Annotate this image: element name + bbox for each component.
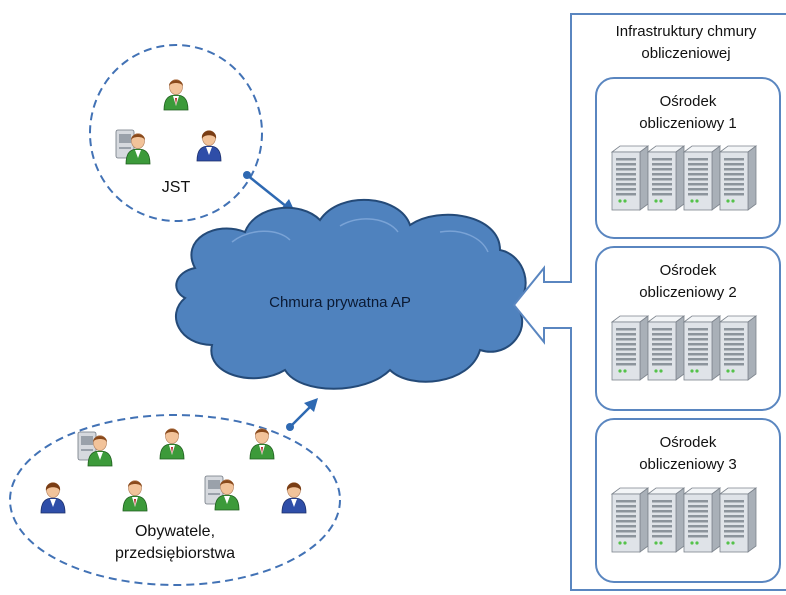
- person-icon: [163, 79, 189, 111]
- citizens-label-line1: Obywatele,: [135, 523, 215, 540]
- workstation-user-icon: [115, 129, 151, 165]
- citizens-group: Obywatele, przedsiębiorstwa: [9, 414, 341, 586]
- citizens-label-line2: przedsiębiorstwa: [115, 545, 235, 562]
- private-cloud: Chmura prywatna AP: [174, 199, 527, 390]
- center-1-label-line2: obliczeniowy 1: [639, 115, 737, 132]
- server-rack-icon: [612, 146, 756, 210]
- compute-center-3: Ośrodek obliczeniowy 3: [595, 418, 781, 583]
- center-3-label-line2: obliczeniowy 3: [639, 456, 737, 473]
- workstation-user-icon: [77, 431, 113, 467]
- infrastructure-title-line1: Infrastruktury chmury: [616, 23, 757, 40]
- person-icon: [40, 482, 66, 514]
- infrastructure-title-line2: obliczeniowej: [641, 45, 730, 62]
- citizens-group-boundary: [9, 414, 341, 586]
- cloud-icon: [174, 199, 527, 390]
- center-3-label-line1: Ośrodek: [660, 434, 717, 451]
- jst-connector: [243, 171, 295, 212]
- cloud-label: Chmura prywatna AP: [269, 294, 411, 311]
- jst-label: JST: [162, 179, 191, 196]
- person-icon: [196, 130, 222, 162]
- center-2-label-line2: obliczeniowy 2: [639, 284, 737, 301]
- person-icon: [159, 428, 185, 460]
- arrow-icon: [304, 398, 318, 412]
- workstation-user-icon: [204, 475, 240, 511]
- connector-dot: [286, 423, 294, 431]
- server-rack-icon: [612, 316, 756, 380]
- connector-dot: [243, 171, 251, 179]
- citizens-connector: [286, 398, 318, 431]
- compute-center-1: Ośrodek obliczeniowy 1: [595, 77, 781, 239]
- center-2-label-line1: Ośrodek: [660, 262, 717, 279]
- jst-group: JST: [89, 44, 263, 222]
- infrastructure-panel: Infrastruktury chmury obliczeniowej Ośro…: [512, 13, 786, 591]
- person-icon: [281, 482, 307, 514]
- person-icon: [122, 480, 148, 512]
- person-icon: [249, 428, 275, 460]
- server-rack-icon: [612, 488, 756, 552]
- jst-group-boundary: [89, 44, 263, 222]
- center-1-label-line1: Ośrodek: [660, 93, 717, 110]
- compute-center-2: Ośrodek obliczeniowy 2: [595, 246, 781, 411]
